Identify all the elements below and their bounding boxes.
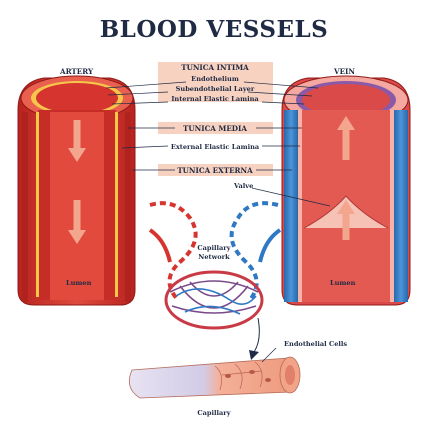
tunica-externa-label: TUNICA EXTERNA xyxy=(177,166,253,175)
subendothelial-layer-label: Subendothelial Layer xyxy=(176,85,255,93)
tunica-intima-band xyxy=(158,62,273,102)
leader-external-elastic-left xyxy=(121,145,169,149)
leader-subendothelial xyxy=(107,91,169,96)
artery-label: ARTERY xyxy=(59,67,94,76)
leader-valve xyxy=(251,187,331,207)
leader-endothelium-right xyxy=(243,81,319,89)
vein-label: VEIN xyxy=(333,67,355,76)
valve-label: Valve xyxy=(233,182,253,190)
tunica-intima-label: TUNICA INTIMA xyxy=(181,63,249,72)
capillary-tube xyxy=(128,356,301,399)
endothelium-label: Endothelium xyxy=(191,75,239,83)
capillary-network xyxy=(148,201,282,360)
artery-lumen-label: Lumen xyxy=(66,279,92,287)
tunica-media-band xyxy=(158,122,273,134)
tunica-media-label: TUNICA MEDIA xyxy=(183,124,247,133)
external-elastic-lamina-label: External Elastic Lamina xyxy=(171,143,260,151)
leader-internal-elastic xyxy=(111,101,169,105)
diagram-title: BLOOD VESSELS xyxy=(100,16,329,43)
endothelial-cells-label: Endothelial Cells xyxy=(284,340,347,348)
capillary-label: Capillary xyxy=(197,409,230,417)
vein-lumen-label: Lumen xyxy=(330,279,356,287)
capillary-network-label-line2: Network xyxy=(198,253,230,261)
internal-elastic-lamina-label: Internal Elastic Lamina xyxy=(171,95,259,103)
capillary-network-label-line1: Capillary xyxy=(197,244,230,252)
leader-subendothelial-right xyxy=(247,91,313,97)
tunica-externa-band xyxy=(158,164,273,176)
leader-internal-elastic-right xyxy=(261,101,305,105)
leader-endothelium xyxy=(105,81,187,89)
leader-endothelial-cells xyxy=(261,347,277,363)
artery-illustration xyxy=(17,75,136,306)
vein-illustration xyxy=(281,75,411,306)
